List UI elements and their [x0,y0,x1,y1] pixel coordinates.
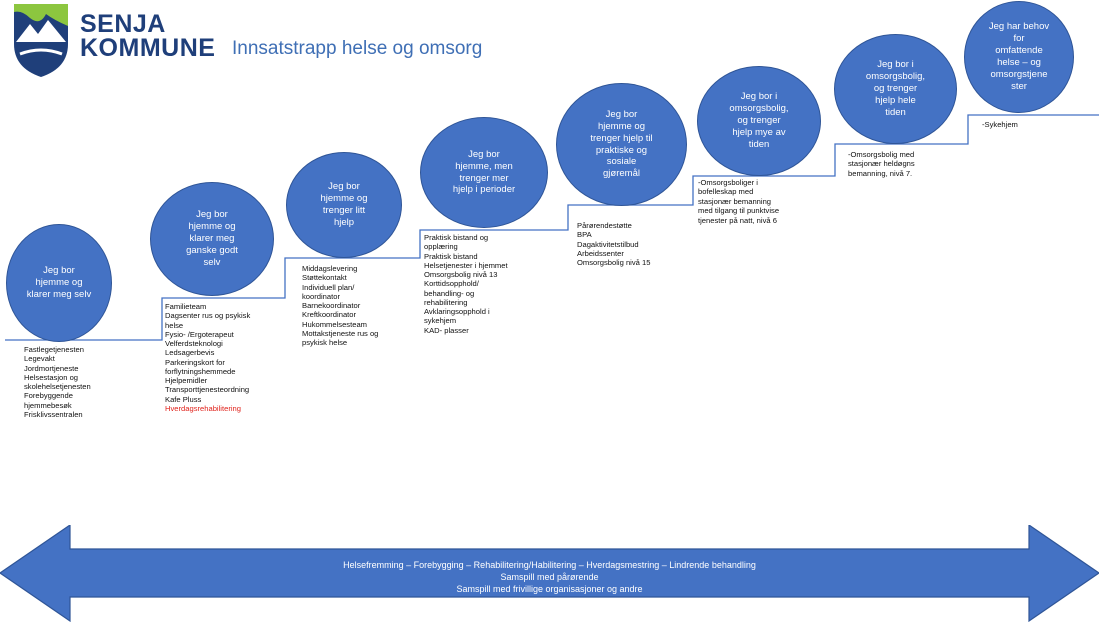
step-note-6: -Omsorgsboliger i bofelleskap med stasjo… [698,178,780,225]
list-item: behandling- og [424,288,475,298]
list-item: BPA [577,230,592,240]
list-item: Støttekontakt [302,273,347,283]
list-item: hjemmebesøk [24,400,72,410]
logo-line-2: KOMMUNE [80,34,216,62]
list-item: Helsetjenester i hjemmet [424,260,508,270]
list-item: Individuell plan/ [302,282,355,292]
page-title: Innsatstrapp helse og omsorg [232,38,483,59]
list-item: Pårørendestøtte [577,221,632,230]
list-item: psykisk helse [302,338,348,347]
list-item: Omsorgsbolig nivå 13 [424,270,498,279]
list-item: Hukommelsesteam [302,319,367,329]
list-item: Kafe Pluss [165,394,202,404]
step-note-7: -Omsorgsbolig med stasjonær heldøgns bem… [848,150,915,178]
list-item: Fysio- /Ergoterapeut [165,329,234,339]
step-services-1: Fastlegetjenesten Legevakt Jordmortjenes… [24,345,91,419]
arrow-text-line-2: Samspill med pårørende [500,572,599,582]
list-item: Korttidsopphold/ [424,279,479,289]
list-item-highlighted: Hverdagsrehabilitering [165,403,241,413]
list-item: Kreftkoordinator [302,310,357,320]
arrow-text-line-3: Samspill med frivillige organisasjoner o… [456,584,643,594]
step-bubble-8: Jeg har behov for omfattende helse – og … [964,1,1074,113]
list-item: skolehelsetjenesten [24,382,91,391]
list-item: KAD- plasser [424,325,469,335]
list-item: Fastlegetjenesten [24,345,84,354]
list-item: Dagsenter rus og psykisk [165,311,251,321]
list-item: rehabilitering [424,297,468,307]
list-item: forflytningshemmede [165,366,236,376]
step-services-4: Praktisk bistand og opplæring Praktisk b… [424,233,508,335]
list-item: Barnekoordinator [302,301,361,310]
step-bubble-6: Jeg bor i omsorgsbolig, og trenger hjelp… [697,66,821,176]
list-item: Praktisk bistand og [424,233,489,242]
step-services-5: Pårørendestøtte BPA Dagaktivitetstilbud … [577,221,650,267]
list-item: Mottakstjeneste rus og [302,328,379,338]
step-bubble-5: Jeg bor hjemme og trenger hjelp til prak… [556,83,687,206]
list-item: Avklaringsopphold i [424,307,490,316]
step-services-3: Middagslevering Støttekontakt Individuel… [302,264,378,347]
list-item: Middagslevering [302,264,358,273]
list-item: Forebyggende [24,391,73,401]
senja-kommune-logo [14,4,68,77]
list-item: Velferdsteknologi [165,339,223,348]
list-item: Parkeringskort for [165,357,225,367]
list-item: Familieteam [165,302,207,311]
step-bubble-7: Jeg bor i omsorgsbolig, og trenger hjelp… [834,34,957,144]
list-item: Ledsagerbevis [165,348,215,358]
step-bubble-4: Jeg bor hjemme, men trenger mer hjelp i … [420,117,548,228]
step-bubble-1: Jeg bor hjemme og klarer meg selv [6,224,112,342]
list-item: Omsorgsbolig nivå 15 [577,258,651,267]
list-item: opplæring [424,242,458,252]
logo-line-1: SENJA [80,10,166,38]
list-item: sykehjem [424,316,457,326]
list-item: Praktisk bistand [424,251,478,261]
step-services-2: Familieteam Dagsenter rus og psykisk hel… [165,302,250,413]
list-item: Dagaktivitetstilbud [577,239,639,249]
step-bubble-3: Jeg bor hjemme og trenger litt hjelp [286,152,402,258]
list-item: Hjelpemidler [165,376,208,385]
step-bubble-2: Jeg bor hjemme og klarer meg ganske godt… [150,182,274,296]
double-arrow-shape [0,525,1099,622]
list-item: koordinator [302,291,340,301]
list-item: Jordmortjeneste [24,363,79,373]
list-item: Legevakt [24,354,55,364]
list-item: Helsestasjon og [24,372,79,382]
list-item: Transporttjenesteordning [165,385,250,395]
list-item: helse [165,320,184,330]
step-note-8: -Sykehjem [982,120,1018,129]
arrow-text-line-1: Helsefremming – Forebygging – Rehabilite… [343,560,756,570]
list-item: Arbeidssenter [577,248,624,258]
list-item: Frisklivssentralen [24,409,83,419]
